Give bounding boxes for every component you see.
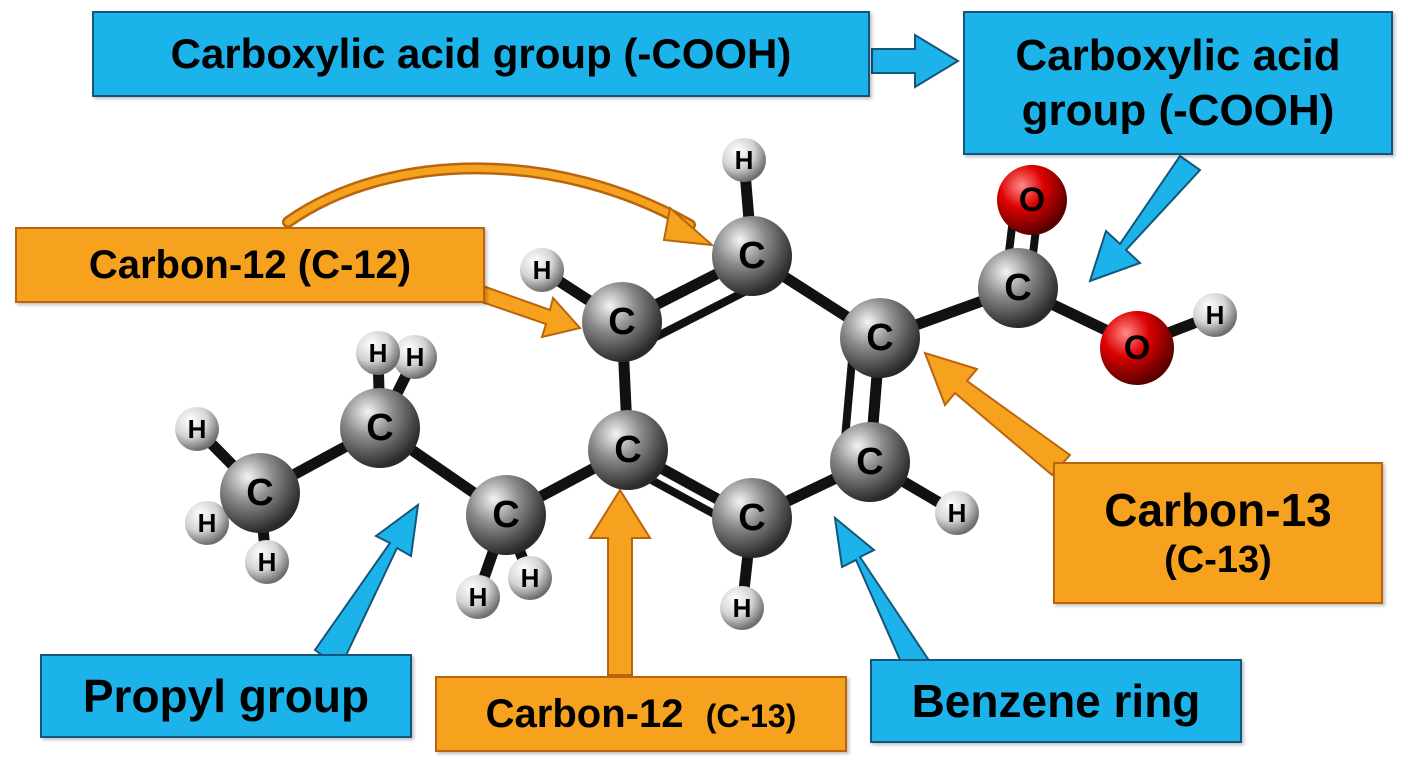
label-text: Propyl group: [82, 670, 370, 722]
arrow-benzene: [833, 515, 934, 680]
atom-symbol: H: [948, 498, 967, 528]
atom-symbol: H: [406, 342, 425, 372]
label-carboxylic-acid-right: Carboxylic acid group (-COOH): [963, 11, 1393, 155]
atom-symbol: C: [856, 441, 883, 483]
oxygen-atom: O: [1100, 311, 1174, 385]
label-text: Benzene ring: [911, 675, 1201, 727]
arrow-carbon12-curve-fill: [284, 164, 694, 229]
atom-symbol: O: [1019, 181, 1045, 219]
hydrogen-atom: H: [356, 331, 400, 375]
label-propyl-group: Propyl group: [40, 654, 412, 738]
arrow-propyl: [313, 502, 420, 670]
atom-symbol: C: [246, 472, 273, 514]
label-text: Carboxylic acid group (-COOH): [170, 30, 792, 77]
arrow-carboxyl-right: [871, 33, 960, 89]
hydrogen-atoms: H H H H H H H H H H H H: [175, 138, 1237, 630]
hydrogen-atom: H: [520, 248, 564, 292]
arrow-carbon12-curve-head: [662, 206, 716, 247]
label-text-line1: Carboxylic acid: [1015, 31, 1341, 80]
label-carboxylic-acid-top: Carboxylic acid group (-COOH): [92, 11, 870, 97]
atom-symbol: H: [733, 593, 752, 623]
atom-symbol: H: [469, 582, 488, 612]
atom-symbol: H: [735, 145, 754, 175]
arrow-carbon12-bottom: [588, 488, 652, 676]
label-carbon12-bottom: Carbon-12 (C-13): [435, 676, 847, 752]
hydrogen-atom: H: [935, 491, 979, 535]
hydrogen-atom: H: [720, 586, 764, 630]
atom-symbol: H: [258, 547, 277, 577]
hydrogen-atom: H: [508, 556, 552, 600]
hydrogen-atom: H: [1193, 293, 1237, 337]
arrows: [282, 33, 1202, 680]
oxygen-atom: O: [997, 165, 1067, 235]
hydrogen-atom: H: [722, 138, 766, 182]
atom-symbol: H: [521, 563, 540, 593]
label-carbon13-right: Carbon-13 (C-13): [1053, 462, 1383, 604]
hydrogen-atom: H: [175, 407, 219, 451]
carbon-atom: C: [840, 298, 920, 378]
hydrogen-atom: H: [245, 540, 289, 584]
atom-symbol: H: [188, 414, 207, 444]
atom-symbol: C: [738, 235, 765, 277]
carbon-atom: C: [712, 216, 792, 296]
carbon-atom: C: [978, 248, 1058, 328]
hydrogen-atom: H: [456, 575, 500, 619]
label-text: Carbon-12 (C-13): [486, 692, 797, 737]
carbon-atom: C: [466, 475, 546, 555]
atom-symbol: C: [1004, 267, 1031, 309]
atom-symbol: C: [866, 317, 893, 359]
carbon-atom: C: [582, 282, 662, 362]
atom-symbol: C: [738, 497, 765, 539]
atom-symbol: H: [369, 338, 388, 368]
hydrogen-atom: H: [185, 501, 229, 545]
hydrogen-atom: H: [393, 335, 437, 379]
label-text: Carbon-12 (C-12): [88, 242, 412, 287]
arrow-carbon12-straight: [474, 283, 582, 339]
atom-symbol: C: [492, 494, 519, 536]
label-text-line1: Carbon-13: [1104, 483, 1332, 536]
label-sub: (C-13): [705, 697, 797, 734]
label-text-line2: (C-13): [1164, 538, 1272, 581]
label-text-line2: group (-COOH): [1021, 86, 1335, 135]
carbon-atom: C: [220, 453, 300, 533]
atom-symbol: O: [1124, 329, 1150, 367]
arrow-carbon13-right: [923, 351, 1072, 477]
carbon-atom: C: [712, 478, 792, 558]
label-carbon12-top: Carbon-12 (C-12): [15, 227, 485, 303]
oxygen-atoms: O O: [997, 165, 1174, 385]
atom-symbol: C: [614, 429, 641, 471]
atom-symbol: H: [533, 255, 552, 285]
atom-symbol: H: [1206, 300, 1225, 330]
carbon-atoms: C C C C C C C C C C: [220, 216, 1058, 558]
double-bond: [638, 284, 756, 348]
carbon-atom: C: [588, 410, 668, 490]
carbon-atom: C: [340, 388, 420, 468]
label-main: Carbon-12: [485, 691, 684, 736]
label-benzene-ring: Benzene ring: [870, 659, 1242, 743]
atom-symbol: H: [198, 508, 217, 538]
carbon-atom: C: [830, 422, 910, 502]
atom-symbol: C: [608, 301, 635, 343]
atom-symbol: C: [366, 407, 393, 449]
arrow-carboxyl-down: [1088, 154, 1202, 283]
